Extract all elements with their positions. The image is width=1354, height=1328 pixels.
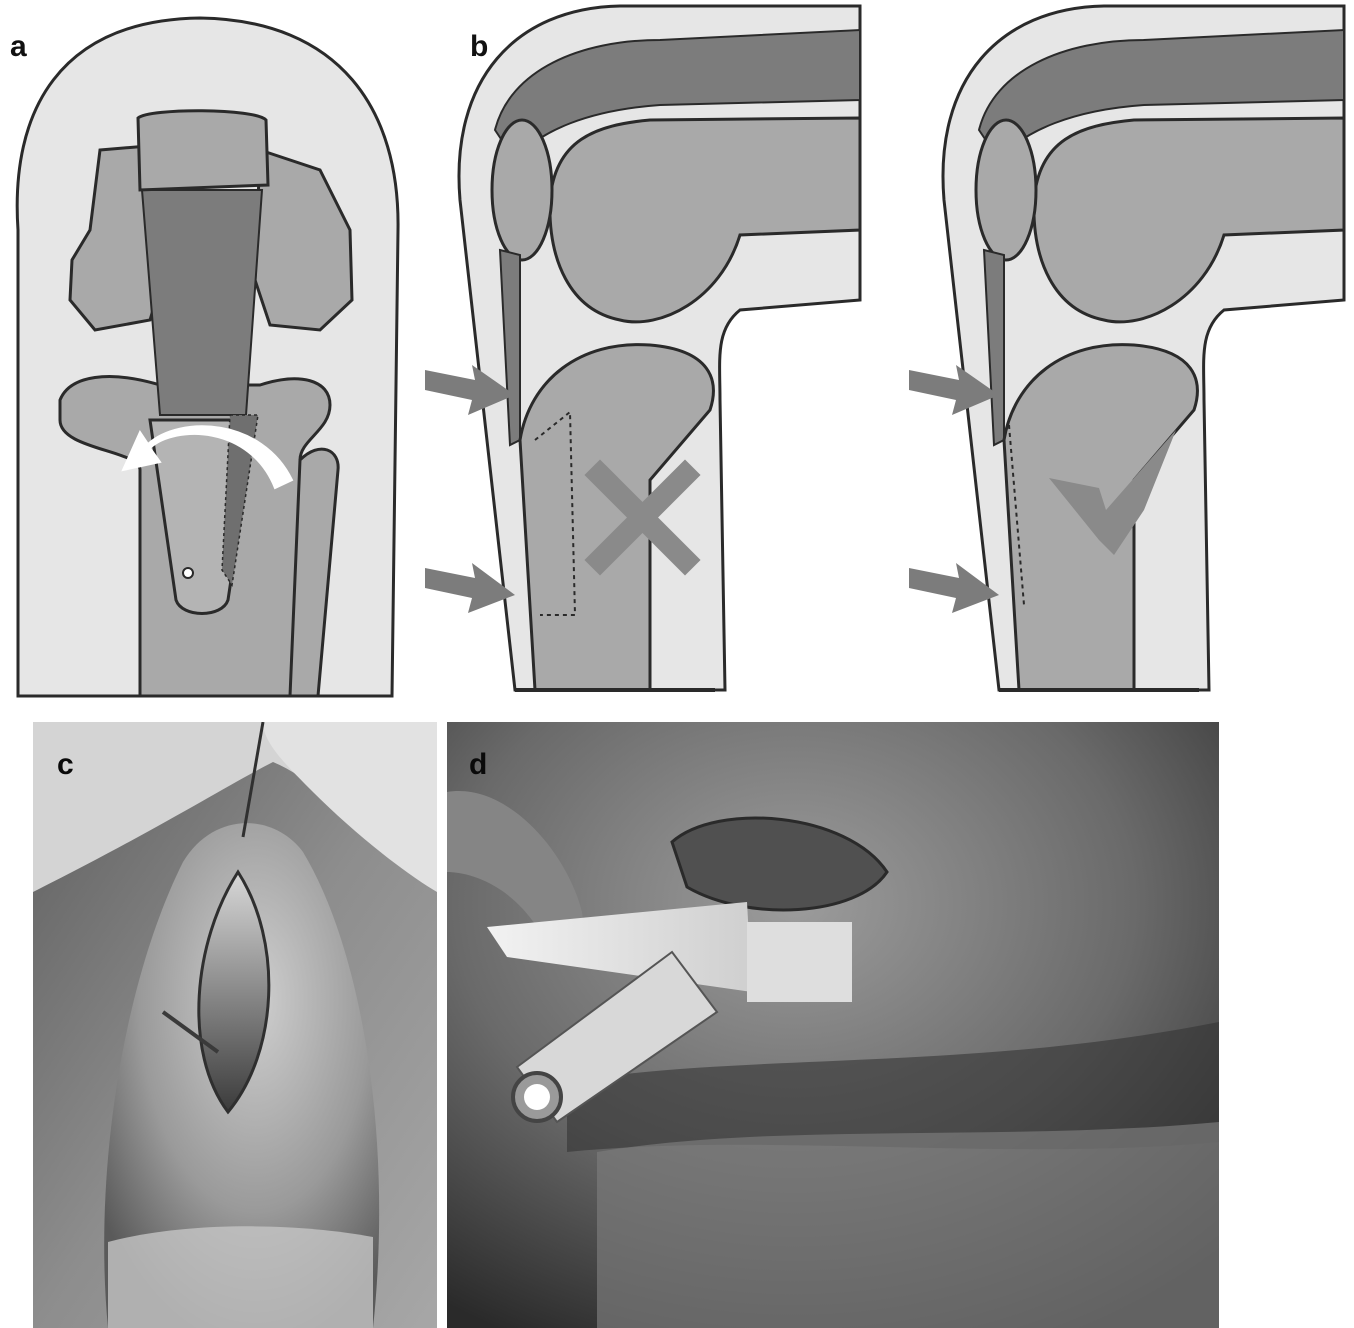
saw-hub-center	[524, 1084, 550, 1110]
knee-sagittal-illustrations	[420, 0, 1354, 700]
panel-c: c	[33, 722, 437, 1328]
panel-label-b: b	[470, 32, 488, 62]
bone-block	[747, 922, 852, 1002]
panel-label-d: d	[469, 750, 487, 780]
patella-left	[492, 120, 552, 260]
surgical-photo-saw-cut	[447, 722, 1219, 1328]
sagittal-diagram-correct	[909, 6, 1344, 690]
panel-label-c: c	[57, 750, 74, 780]
knee-front-view-illustration	[0, 0, 420, 700]
screw-hole	[183, 568, 193, 578]
panel-label-a: a	[10, 32, 27, 62]
patella	[138, 111, 268, 190]
panel-a: a	[0, 0, 420, 700]
patellar-tendon	[142, 190, 262, 415]
lower-limb	[597, 1122, 1219, 1328]
sagittal-diagram-incorrect	[425, 6, 860, 690]
patella-right	[976, 120, 1036, 260]
panel-d: d	[447, 722, 1219, 1328]
surgical-photo-anterior-incision	[33, 722, 437, 1328]
stockinette	[108, 1226, 373, 1328]
panel-b: b	[420, 0, 1354, 700]
